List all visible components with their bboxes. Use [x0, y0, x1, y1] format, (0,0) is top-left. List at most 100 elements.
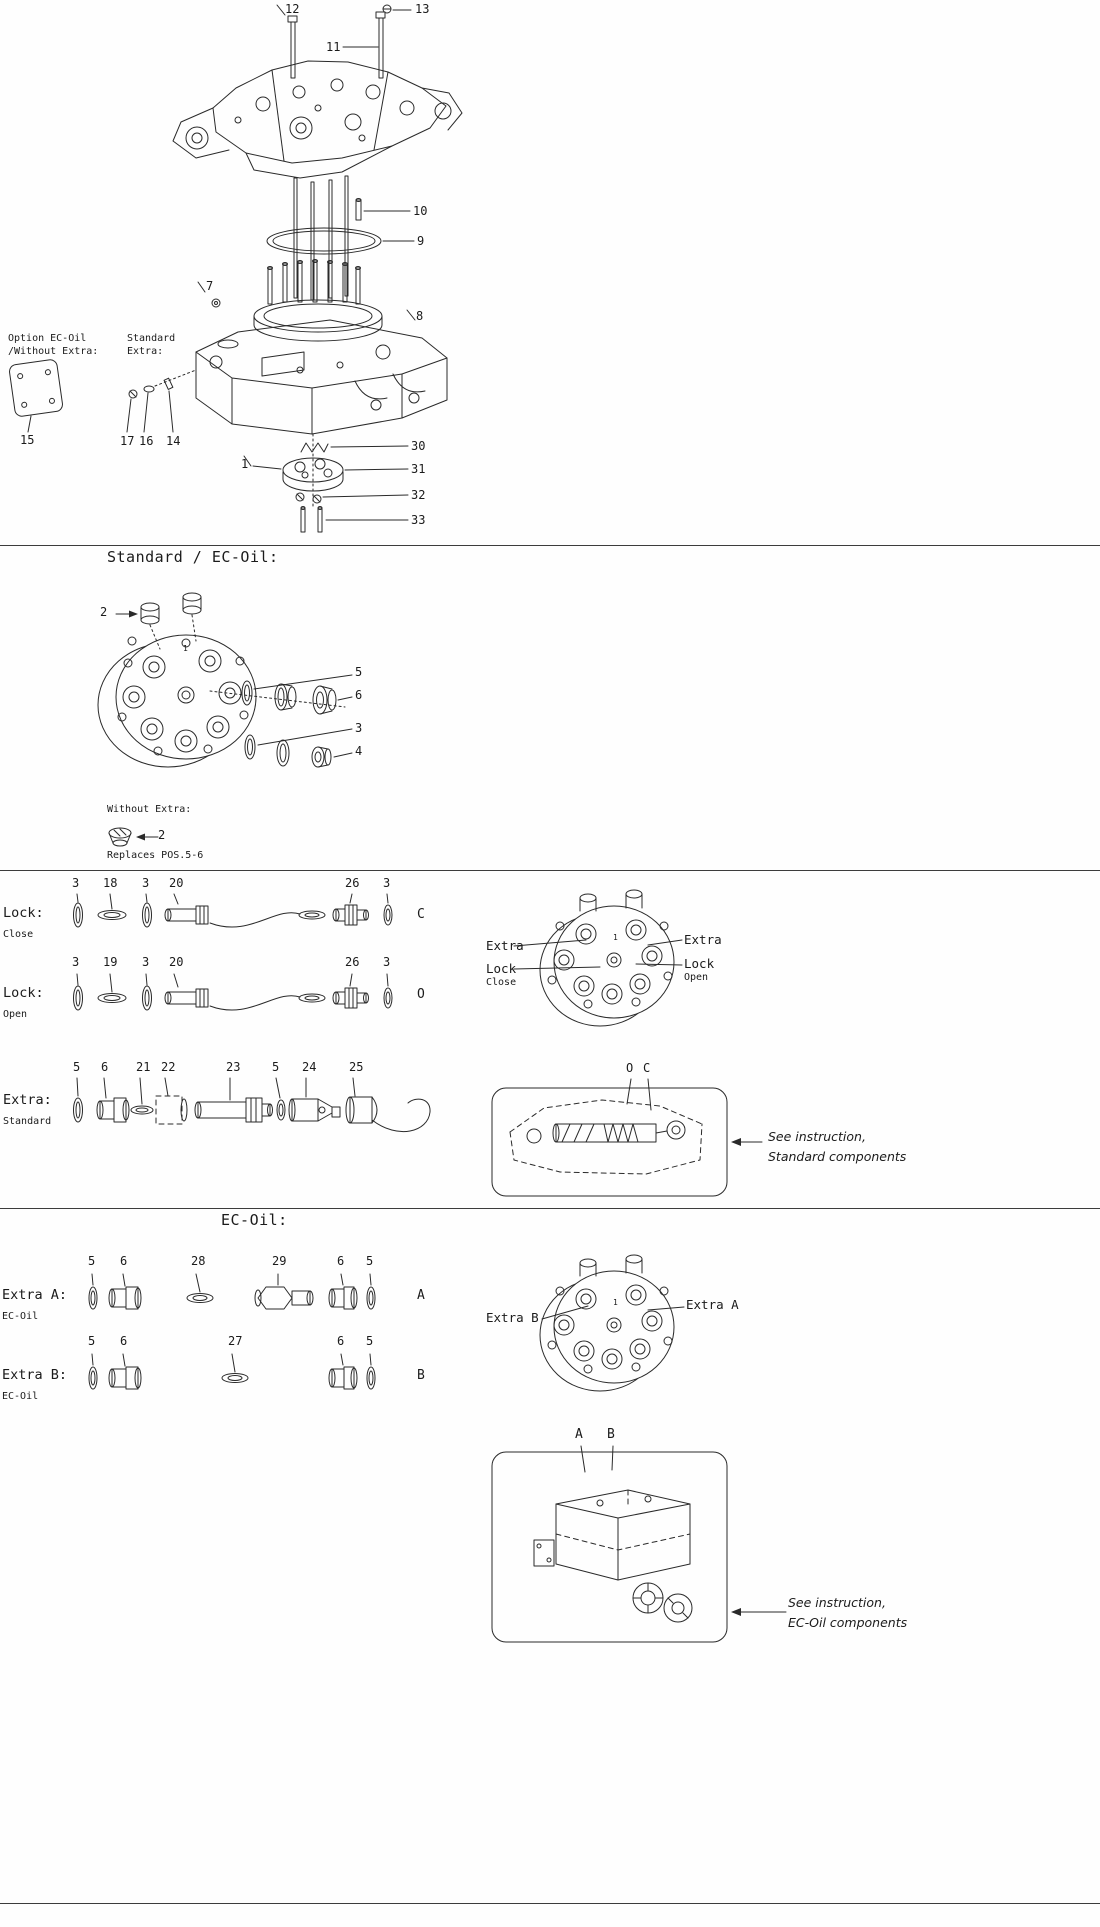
extra-standard-sublabel: Standard — [3, 1116, 52, 1127]
callout-28: 28 — [191, 1254, 206, 1268]
lock-close-parts-row — [73, 893, 393, 928]
extra-standard-parts-row — [73, 1077, 431, 1133]
callout-9: 9 — [417, 234, 425, 248]
callout-13: 13 — [415, 2, 430, 16]
callout-27: 27 — [228, 1334, 243, 1348]
option-ec-oil-label-1: Option EC-Oil — [8, 333, 87, 344]
flange-lock-left-label: Lock — [486, 961, 517, 976]
instruction-letter-c: C — [643, 1061, 651, 1075]
flange-extra-b-label: Extra B — [486, 1310, 539, 1325]
callout-5: 5 — [73, 1060, 81, 1074]
lock-close-sublabel: Close — [3, 929, 34, 940]
exploded-assembly-drawing — [9, 4, 463, 533]
lock-close-label: Lock: — [3, 905, 44, 921]
instruction-letter-a: A — [575, 1427, 583, 1442]
callout-10: 10 — [413, 204, 428, 218]
lock-section-drawing — [73, 889, 763, 1197]
callout-5: 5 — [366, 1254, 374, 1268]
lock-open-sublabel: Open — [3, 1009, 28, 1020]
standard-instruction-box — [491, 1078, 763, 1197]
port-letter-a: A — [417, 1288, 425, 1303]
flange-extra-right-label: Extra — [684, 932, 722, 947]
extra-a-parts-row — [88, 1273, 376, 1310]
callout-2-without-extra: 2 — [158, 828, 166, 842]
callout-19: 19 — [103, 955, 118, 969]
main-body-block — [195, 319, 448, 435]
callout-20: 20 — [169, 876, 184, 890]
see-instruction-ecoil-line1: See instruction, — [788, 1595, 886, 1610]
top-valve-block — [172, 60, 463, 179]
gasket-ring-9 — [266, 227, 415, 255]
extra-standard-label: Extra: — [3, 1092, 52, 1108]
flange-open-sublabel: Open — [684, 972, 709, 983]
callout-3: 3 — [72, 955, 80, 969]
callout-16: 16 — [139, 434, 154, 448]
pin-10 — [355, 198, 411, 221]
callout-4: 4 — [355, 744, 363, 758]
stud-flange-8 — [253, 259, 416, 342]
section-divider — [0, 545, 1100, 546]
callout-12: 12 — [285, 2, 300, 16]
ecoil-title: EC-Oil: — [221, 1211, 288, 1229]
callout-3: 3 — [142, 876, 150, 890]
callout-15: 15 — [20, 433, 35, 447]
small-parts-17-16-14 — [126, 369, 197, 433]
callout-3: 3 — [142, 955, 150, 969]
ecoil-section-drawing — [88, 1254, 787, 1643]
flange-extra-a-label: Extra A — [686, 1297, 739, 1312]
flange-close-sublabel: Close — [486, 977, 517, 988]
callout-18: 18 — [103, 876, 118, 890]
callout-7: 7 — [206, 279, 214, 293]
callout-14: 14 — [166, 434, 181, 448]
stud-bolts-11-12-13 — [276, 4, 412, 79]
port-letter-b: B — [417, 1368, 425, 1383]
callout-33: 33 — [411, 513, 426, 527]
lock-open-label: Lock: — [3, 985, 44, 1001]
ecoil-instruction-box — [491, 1445, 787, 1643]
replaces-pos-label: Replaces POS.5-6 — [107, 850, 204, 861]
without-extra-label: Without Extra: — [107, 804, 192, 815]
section-divider — [0, 870, 1100, 871]
option-ec-oil-label-2: /Without Extra: — [8, 346, 99, 357]
callout-5: 5 — [355, 665, 363, 679]
see-instruction-standard-line2: Standard components — [768, 1149, 907, 1164]
bottom-manifold-parts-30-33 — [243, 433, 409, 533]
standard-extra-label-2: Extra: — [127, 346, 164, 357]
extra-b-parts-row — [88, 1353, 376, 1390]
callout-26: 26 — [345, 955, 360, 969]
callout-30: 30 — [411, 439, 426, 453]
callout-5: 5 — [88, 1334, 96, 1348]
lock-flange-view — [513, 889, 683, 1027]
callout-3: 3 — [355, 721, 363, 735]
callout-5: 5 — [88, 1254, 96, 1268]
section-divider — [0, 1208, 1100, 1209]
bottom-border-line — [0, 1903, 1100, 1904]
callout-3: 3 — [72, 876, 80, 890]
callout-2: 2 — [100, 605, 108, 619]
lower-plug-chain-3-4 — [244, 728, 353, 768]
lock-open-parts-row — [73, 973, 393, 1011]
flange-extra-left-label: Extra — [486, 938, 524, 953]
flange-lock-right-label: Lock — [684, 956, 715, 971]
cover-plate-15 — [9, 359, 63, 433]
callout-31: 31 — [411, 462, 426, 476]
callout-5: 5 — [366, 1334, 374, 1348]
standard-extra-label-1: Standard — [127, 333, 176, 344]
standard-ecoil-flange-drawing — [97, 592, 353, 847]
without-extra-plug-2 — [108, 827, 159, 847]
callout-1: 1 — [241, 457, 249, 471]
callout-6: 6 — [337, 1334, 345, 1348]
callout-6: 6 — [355, 688, 363, 702]
callout-22: 22 — [161, 1060, 176, 1074]
vent-7 — [197, 281, 221, 308]
callout-6: 6 — [120, 1254, 128, 1268]
callout-6: 6 — [120, 1334, 128, 1348]
callout-17: 17 — [120, 434, 135, 448]
callout-26: 26 — [345, 876, 360, 890]
instruction-letter-o: O — [626, 1061, 634, 1075]
extra-a-sublabel: EC-Oil — [2, 1311, 39, 1322]
port-letter-o: O — [417, 987, 425, 1002]
flange-port-mark: 1 — [183, 644, 188, 653]
top-plugs-2 — [115, 592, 202, 650]
